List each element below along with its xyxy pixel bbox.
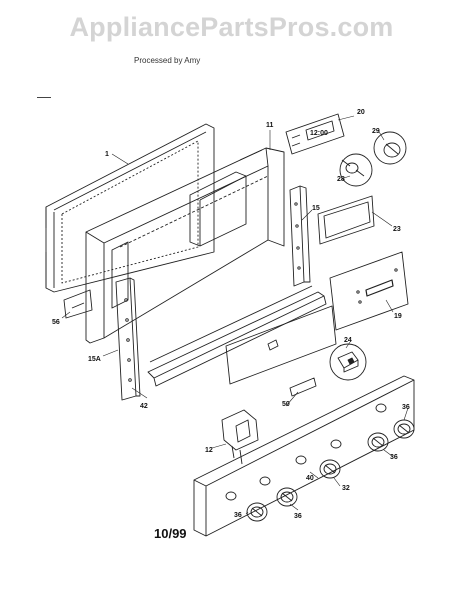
callout-56: 56	[52, 319, 60, 326]
callout-12: 12	[205, 447, 213, 454]
callout-50: 50	[282, 401, 290, 408]
trim-rail-part-42	[147, 285, 327, 387]
switch-part-24	[329, 343, 367, 381]
side-bracket-part-15	[289, 185, 311, 287]
callout-36-right: 36	[402, 404, 410, 411]
date-code: 10/99	[154, 526, 187, 541]
callout-23: 23	[393, 226, 401, 233]
watermark-text: AppliancePartsPros.com	[69, 12, 394, 42]
lower-panel-part-50	[225, 305, 337, 397]
callout-1: 1	[105, 151, 109, 158]
callout-40: 40	[306, 475, 314, 482]
knob-part-29	[373, 131, 407, 165]
callout-36-mid-right: 36	[390, 454, 398, 461]
processed-by-note: Processed by Amy	[134, 56, 201, 65]
panel-bracket-part-23	[317, 195, 375, 245]
callout-32: 32	[342, 485, 350, 492]
switch-part-12	[221, 409, 259, 465]
control-panel-part-19	[329, 251, 409, 331]
callout-29: 29	[372, 128, 380, 135]
knob-part-36-a	[246, 502, 268, 522]
callout-20: 20	[357, 109, 365, 116]
leader-lines	[61, 115, 409, 515]
clock-module-part-20	[285, 113, 345, 155]
rear-panel-part-1	[45, 123, 215, 293]
callout-28: 28	[337, 176, 345, 183]
control-frame-part-11	[85, 147, 285, 344]
divider-mark	[37, 97, 51, 98]
knob-part-28	[339, 153, 373, 187]
knob-part-36-c	[367, 432, 389, 452]
callout-36-bottom-left: 36	[234, 512, 242, 519]
knob-part-32	[319, 459, 341, 479]
backguard-part-40	[193, 375, 415, 537]
clock-display-text: 12:00	[310, 130, 328, 137]
callout-15a: 15A	[88, 356, 101, 363]
callout-15: 15	[312, 205, 320, 212]
callout-11: 11	[266, 122, 274, 129]
callout-36-bottom: 36	[294, 513, 302, 520]
side-bracket-part-15a	[115, 277, 141, 401]
callout-42: 42	[140, 403, 148, 410]
bracket-part-56	[63, 289, 93, 319]
callout-24: 24	[344, 337, 352, 344]
knob-part-36-b	[276, 487, 298, 507]
callout-19: 19	[394, 313, 402, 320]
